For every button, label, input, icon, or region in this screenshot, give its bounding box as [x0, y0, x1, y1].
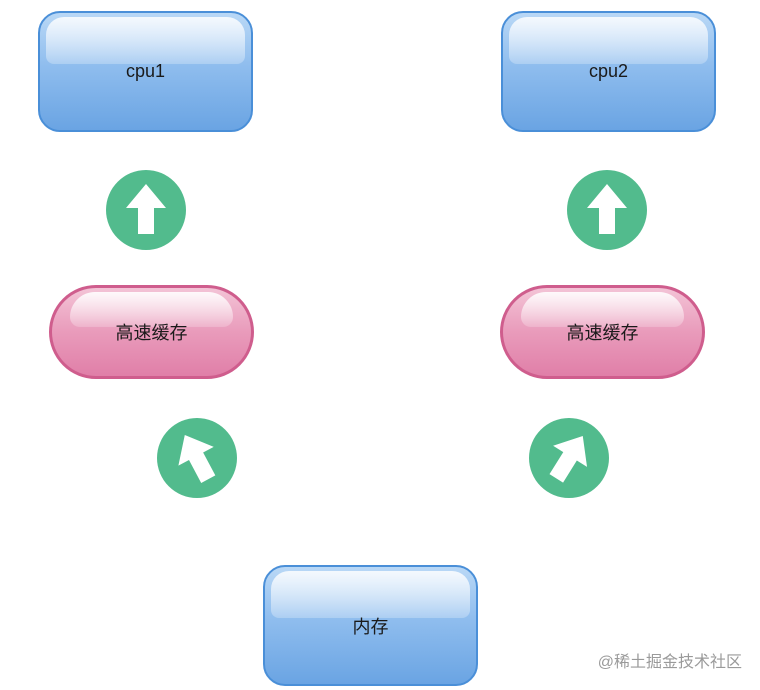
cache-right-node: 高速缓存 [500, 285, 705, 379]
memory-node: 内存 [263, 565, 478, 686]
watermark: @稀土掘金技术社区 [597, 654, 742, 671]
cpu1-label: cpu1 [125, 61, 166, 81]
arrow-icon [567, 170, 647, 250]
arrow-icon [157, 418, 237, 498]
cache-right-label: 高速缓存 [566, 323, 639, 343]
cpu2-node: cpu2 [501, 11, 716, 132]
cpu1-node: cpu1 [38, 11, 253, 132]
cache-left-node: 高速缓存 [49, 285, 254, 379]
cache-left-label: 高速缓存 [115, 323, 188, 343]
arrow-icon [106, 170, 186, 250]
memory-label: 内存 [352, 616, 389, 637]
arrow-icon [529, 418, 609, 498]
cpu2-label: cpu2 [588, 61, 629, 81]
